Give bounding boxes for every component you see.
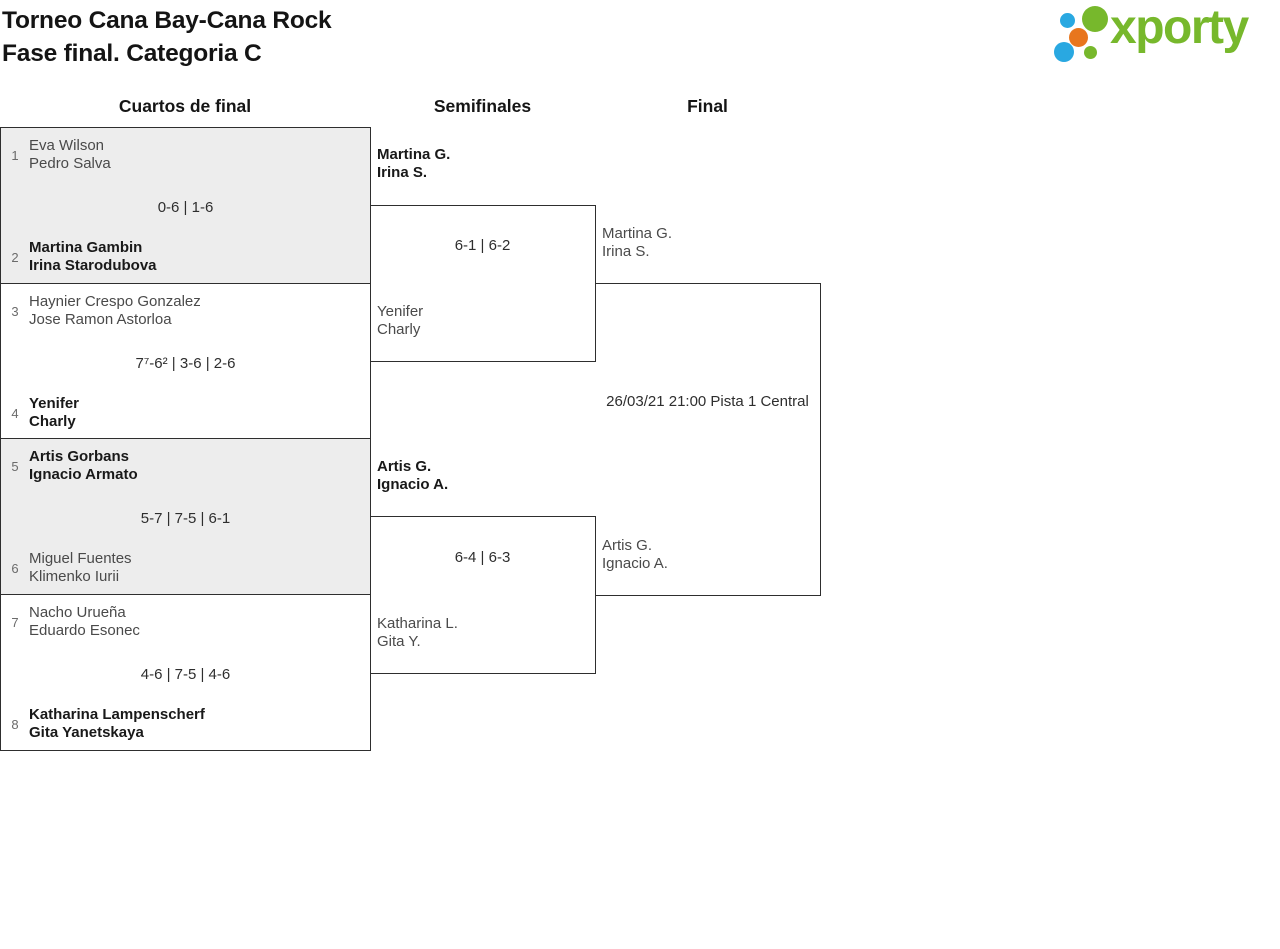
team-row: 6 Miguel Fuentes Klimenko Iurii — [7, 550, 132, 586]
player-name: Artis G. — [377, 458, 432, 475]
player-name: Haynier Crespo Gonzalez — [29, 293, 201, 310]
logo-dot-2 — [1082, 6, 1108, 32]
logo-dot-5 — [1084, 46, 1097, 59]
match-score: 4-6 | 7-5 | 4-6 — [140, 666, 231, 683]
seed-number: 2 — [11, 249, 19, 265]
match-card-qf4: 7 Nacho Urueña Eduardo Esonec 4-6 | 7-5 … — [0, 594, 371, 751]
team-row: 7 Nacho Urueña Eduardo Esonec — [7, 604, 140, 640]
match-score: 7⁷-6² | 3-6 | 2-6 — [135, 355, 236, 372]
match-score: 6-4 | 6-3 — [454, 549, 511, 566]
team-row: 8 Katharina Lampenscherf Gita Yanetskaya — [7, 706, 205, 742]
team-row: 1 Eva Wilson Pedro Salva — [7, 137, 111, 173]
player-name: Ignacio A. — [602, 555, 668, 572]
team-row: 3 Haynier Crespo Gonzalez Jose Ramon Ast… — [7, 293, 201, 329]
logo-dot-3 — [1069, 28, 1088, 47]
team-names: Miguel Fuentes Klimenko Iurii — [29, 550, 132, 586]
player-name: Eduardo Esonec — [29, 622, 140, 639]
round-header-quarterfinals: Cuartos de final — [118, 96, 252, 116]
player-name: Artis Gorbans — [29, 448, 130, 465]
player-name: Nacho Urueña — [29, 604, 126, 621]
seed-number: 6 — [11, 560, 19, 576]
player-name: Yenifer — [29, 395, 80, 412]
team-names: Yenifer Charly — [29, 395, 79, 431]
player-name: Martina G. — [377, 146, 451, 163]
player-name: Katharina Lampenscherf — [29, 706, 205, 723]
team-names: Martina G. Irina S. — [602, 225, 672, 261]
player-name: Miguel Fuentes — [29, 550, 132, 567]
player-name: Gita Yanetskaya — [29, 724, 144, 741]
player-name: Irina Starodubova — [29, 257, 157, 274]
final-schedule: 26/03/21 21:00 Pista 1 Central — [606, 393, 809, 410]
logo-wordmark: xporty — [1110, 1, 1249, 54]
seed-number: 8 — [11, 716, 19, 732]
player-name: Ignacio A. — [377, 476, 449, 493]
page-title: Torneo Cana Bay-Cana Rock Fase final. Ca… — [2, 4, 332, 70]
player-name: Gita Y. — [377, 633, 421, 650]
seed-number: 1 — [11, 147, 19, 163]
match-card-qf2: 3 Haynier Crespo Gonzalez Jose Ramon Ast… — [0, 283, 371, 439]
team-names: Artis Gorbans Ignacio Armato — [29, 448, 138, 484]
player-name: Charly — [29, 413, 76, 430]
team-names: Artis G. Ignacio A. — [377, 458, 448, 494]
player-name: Martina Gambin — [29, 239, 143, 256]
seed-number: 5 — [11, 458, 19, 474]
player-name: Yenifer — [377, 303, 424, 320]
player-name: Ignacio Armato — [29, 466, 138, 483]
seed-number: 7 — [11, 614, 19, 630]
tournament-name: Torneo Cana Bay-Cana Rock — [2, 7, 332, 34]
match-score: 5-7 | 7-5 | 6-1 — [140, 510, 231, 527]
seed-number: 3 — [11, 303, 19, 319]
round-header-semifinals: Semifinales — [433, 96, 532, 116]
player-name: Pedro Salva — [29, 155, 111, 172]
logo-dot-1 — [1060, 13, 1075, 28]
round-header-final: Final — [687, 96, 728, 116]
player-name: Martina G. — [602, 225, 673, 242]
team-names: Artis G. Ignacio A. — [602, 537, 668, 573]
team-names: Haynier Crespo Gonzalez Jose Ramon Astor… — [29, 293, 201, 329]
logo-dot-4 — [1054, 42, 1074, 62]
team-names: Martina G. Irina S. — [377, 146, 450, 182]
team-names: Martina Gambin Irina Starodubova — [29, 239, 157, 275]
team-names: Katharina Lampenscherf Gita Yanetskaya — [29, 706, 205, 742]
player-name: Jose Ramon Astorloa — [29, 311, 172, 328]
match-card-qf3: 5 Artis Gorbans Ignacio Armato 5-7 | 7-5… — [0, 438, 371, 595]
player-name: Irina S. — [377, 164, 428, 181]
player-name: Eva Wilson — [29, 137, 105, 154]
player-name: Charly — [377, 321, 421, 338]
team-row: 4 Yenifer Charly — [7, 395, 79, 431]
xporty-logo[interactable]: xporty — [1048, 0, 1280, 70]
match-card-final — [595, 283, 821, 596]
match-score: 6-1 | 6-2 — [454, 237, 511, 254]
team-row: 2 Martina Gambin Irina Starodubova — [7, 239, 157, 275]
phase-category: Fase final. Categoria C — [2, 40, 262, 67]
team-names: Yenifer Charly — [377, 303, 423, 339]
team-names: Eva Wilson Pedro Salva — [29, 137, 111, 173]
player-name: Irina S. — [602, 243, 650, 260]
team-row: 5 Artis Gorbans Ignacio Armato — [7, 448, 138, 484]
seed-number: 4 — [11, 405, 19, 421]
team-names: Nacho Urueña Eduardo Esonec — [29, 604, 140, 640]
player-name: Katharina L. — [377, 615, 458, 632]
team-names: Katharina L. Gita Y. — [377, 615, 458, 651]
player-name: Artis G. — [602, 537, 653, 554]
player-name: Klimenko Iurii — [29, 568, 120, 585]
match-card-qf1: 1 Eva Wilson Pedro Salva 0-6 | 1-6 2 Mar… — [0, 127, 371, 284]
match-score: 0-6 | 1-6 — [157, 199, 214, 216]
